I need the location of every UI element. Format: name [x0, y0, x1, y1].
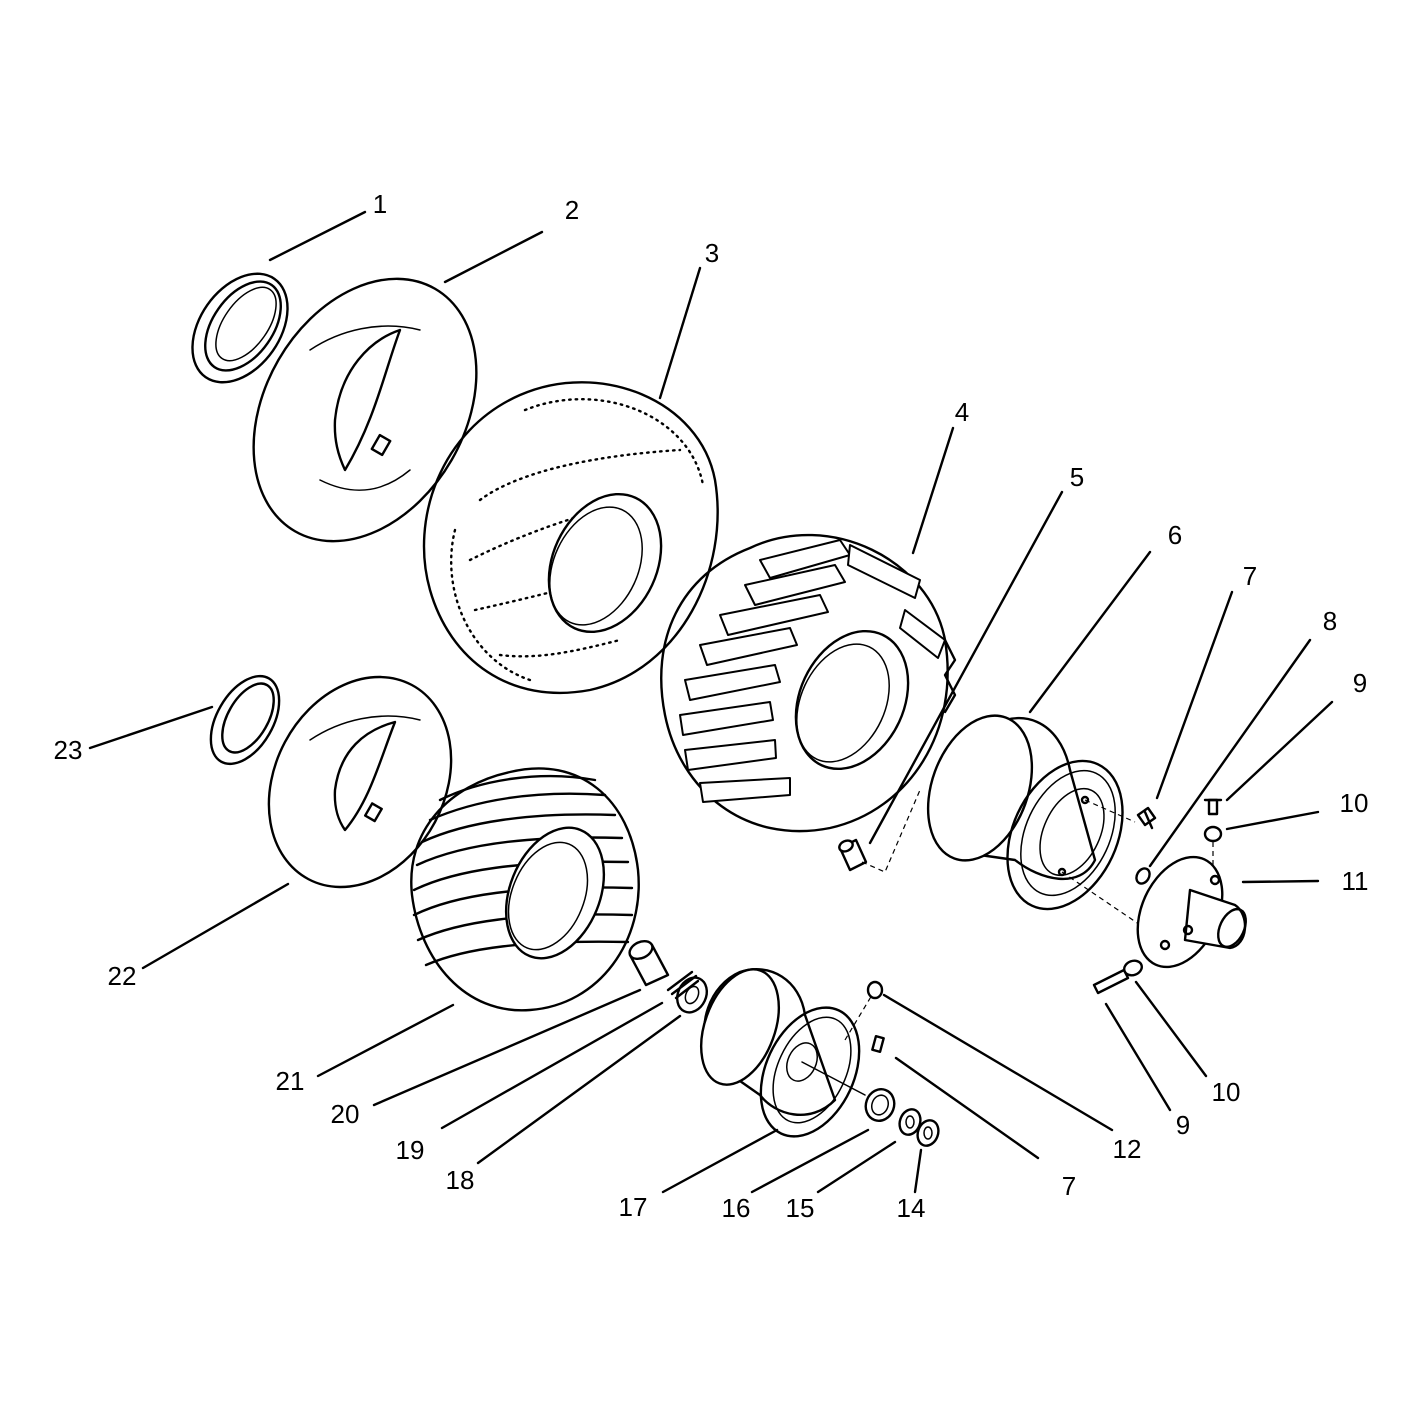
callout-19: 19	[396, 1135, 425, 1165]
part-inner-tube-lower	[267, 675, 453, 889]
callout-14: 14	[897, 1193, 926, 1223]
callout-20: 20	[331, 1099, 360, 1129]
part-wheel-rim-small	[700, 968, 879, 1138]
callout-2: 2	[565, 195, 579, 225]
part-rib-tire	[410, 767, 640, 1012]
part-inner-tube-upper	[252, 277, 478, 543]
callout-23: 23	[54, 735, 83, 765]
callout-9-upper: 9	[1353, 668, 1367, 698]
part-bolt-9-upper	[1203, 798, 1223, 816]
callout-4: 4	[955, 397, 969, 427]
callout-10-upper: 10	[1340, 788, 1369, 818]
part-valve-stem	[838, 789, 921, 873]
callout-1: 1	[373, 189, 387, 219]
callout-7-lower: 7	[1062, 1171, 1076, 1201]
part-nut	[1135, 867, 1151, 885]
callout-12: 12	[1113, 1134, 1142, 1164]
callout-16: 16	[722, 1193, 751, 1223]
part-hub	[1136, 855, 1247, 969]
callout-9-lower: 9	[1176, 1110, 1190, 1140]
part-bolt-upper	[1136, 806, 1157, 830]
part-rim-strip-upper	[191, 272, 289, 384]
part-washer	[676, 976, 708, 1014]
part-washer-15	[898, 1108, 922, 1136]
part-wheel-rim-large	[926, 714, 1156, 936]
callout-15: 15	[786, 1193, 815, 1223]
callout-18: 18	[446, 1165, 475, 1195]
callout-11: 11	[1342, 866, 1369, 896]
callout-3: 3	[705, 238, 719, 268]
part-bolt-lower	[871, 1035, 885, 1053]
callout-labels: 1 2 3 4 5 6 7 8 9 10 11 9 10 12 7 14 15 …	[54, 189, 1369, 1223]
part-spacer	[628, 939, 670, 987]
part-bolt-9-lower	[1092, 968, 1130, 995]
part-nut-14	[916, 1119, 940, 1147]
callout-17: 17	[619, 1192, 648, 1222]
callout-5: 5	[1070, 462, 1084, 492]
part-grease-fitting	[866, 980, 884, 1000]
callout-6: 6	[1168, 520, 1182, 550]
part-bar-lug-tire	[660, 533, 957, 833]
callout-21: 21	[276, 1066, 305, 1096]
part-turf-tire-upper	[422, 381, 719, 695]
part-bearing	[864, 1088, 896, 1122]
leader-lines	[88, 210, 1334, 1194]
callout-7-upper: 7	[1243, 561, 1257, 591]
callout-8: 8	[1323, 606, 1337, 636]
part-nut-10-lower	[1123, 959, 1143, 977]
part-rim-strip-lower	[209, 674, 281, 766]
callout-10-lower: 10	[1212, 1077, 1241, 1107]
callout-22: 22	[108, 961, 137, 991]
